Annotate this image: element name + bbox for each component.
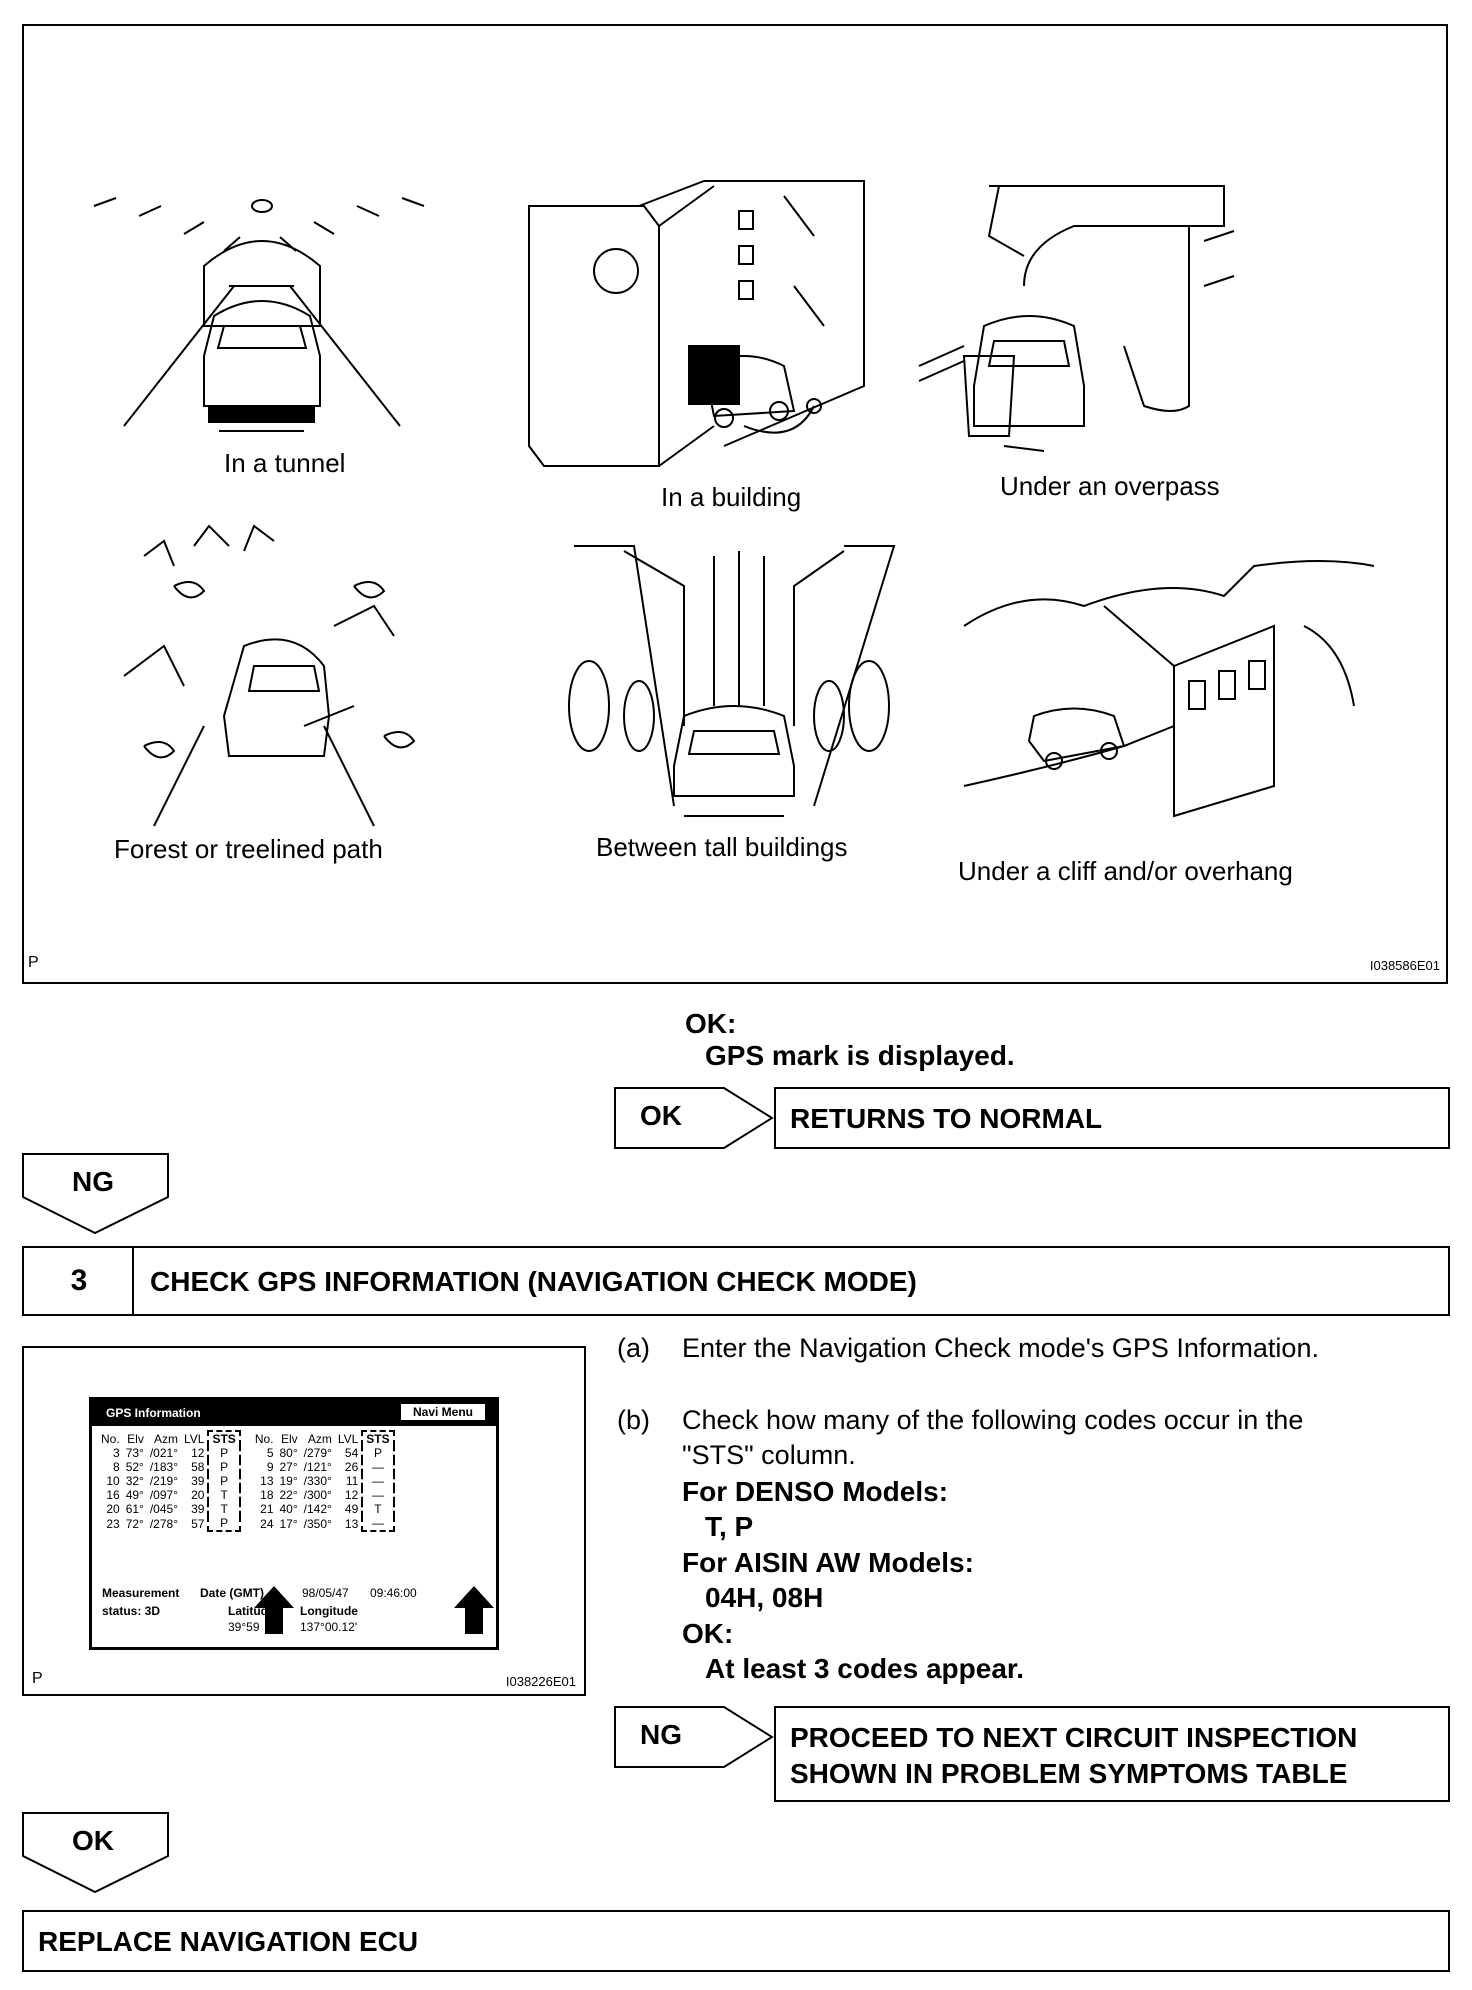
ng-tag-label: NG <box>72 1166 114 1197</box>
step-a-label: (a) <box>617 1333 650 1363</box>
sts-pointer-arrow-icon <box>454 1586 494 1634</box>
ng-arrow-tag <box>614 1706 774 1768</box>
status-label: status: 3D <box>102 1604 161 1618</box>
step-b-text-1: Check how many of the following codes oc… <box>682 1405 1304 1435</box>
gps-satellite-table: No. Elv Azm LVL STS No. Elv Azm LVL STS … <box>98 1430 395 1532</box>
denso-codes: T, P <box>705 1511 754 1542</box>
aisin-label: For AISIN AW Models: <box>682 1547 974 1578</box>
caption-tunnel: In a tunnel <box>224 448 346 478</box>
ok-arrow-tag <box>614 1087 774 1149</box>
overpass-illustration <box>918 185 1235 452</box>
step-b-text-2: "STS" column. <box>682 1440 856 1470</box>
obstruction-illustrations <box>93 180 1375 827</box>
date-value: 98/05/47 <box>302 1586 349 1600</box>
step-number: 3 <box>70 1264 88 1297</box>
step-a-text: Enter the Navigation Check mode's GPS In… <box>682 1333 1319 1363</box>
caption-building: In a building <box>661 482 802 512</box>
caption-cliff: Under a cliff and/or overhang <box>958 856 1293 886</box>
cliff-illustration <box>963 560 1375 818</box>
gps-screen-header: GPS Information Navi Menu <box>92 1400 496 1426</box>
col-azm-2: Azm <box>307 1431 332 1446</box>
figure2-code: I038226E01 <box>505 1674 576 1689</box>
gps-table-header: No. Elv Azm LVL STS No. Elv Azm LVL STS <box>98 1430 395 1446</box>
aisin-codes: 04H, 08H <box>705 1582 824 1613</box>
date-label: Date (GMT) <box>200 1586 264 1600</box>
replace-navigation-ecu-text: REPLACE NAVIGATION ECU <box>38 1926 419 1957</box>
forest-illustration <box>123 524 416 827</box>
ok-down-tag <box>22 1812 169 1894</box>
col-elv-2: Elv <box>280 1431 298 1446</box>
ng-down-tag <box>22 1153 169 1235</box>
gps-screen-title: GPS Information <box>106 1406 201 1420</box>
proceed-next-inspection-box: PROCEED TO NEXT CIRCUIT INSPECTION SHOWN… <box>774 1706 1450 1802</box>
building-illustration <box>528 180 865 467</box>
col-sts-2: STS <box>361 1430 395 1446</box>
tunnel-illustration <box>93 197 425 432</box>
navi-menu-button[interactable]: Navi Menu <box>399 1403 486 1421</box>
caption-tall-buildings: Between tall buildings <box>596 832 848 862</box>
step-3-header: 3 CHECK GPS INFORMATION (NAVIGATION CHEC… <box>22 1246 1450 1316</box>
returns-to-normal-text: RETURNS TO NORMAL <box>790 1103 1103 1134</box>
longitude-label: Longitude <box>300 1604 358 1618</box>
returns-to-normal-box: RETURNS TO NORMAL <box>774 1087 1450 1149</box>
col-azm: Azm <box>154 1431 178 1446</box>
measurement-label: Measurement <box>102 1586 180 1600</box>
ok-tag-label-3: OK <box>72 1825 114 1856</box>
figure-code: I038586E01 <box>1369 958 1440 973</box>
gps-screen: GPS Information Navi Menu No. Elv Azm LV… <box>89 1397 499 1650</box>
col-no: No. <box>101 1431 120 1446</box>
col-elv: Elv <box>127 1431 144 1446</box>
gps-obstruction-figure: In a tunnel In a building Under an overp… <box>22 24 1448 984</box>
caption-overpass: Under an overpass <box>1000 471 1220 501</box>
tall-buildings-illustration <box>568 545 896 817</box>
step-b-label: (b) <box>617 1405 650 1435</box>
ok-condition-3: At least 3 codes appear. <box>705 1653 1025 1684</box>
time-value: 09:46:00 <box>370 1586 417 1600</box>
col-lvl: LVL <box>184 1431 205 1446</box>
replace-navigation-ecu-box: REPLACE NAVIGATION ECU <box>22 1910 1450 1972</box>
denso-label: For DENSO Models: <box>682 1476 949 1507</box>
figure-corner-letter: P <box>28 954 39 971</box>
figure2-corner-letter: P <box>32 1670 43 1687</box>
col-sts: STS <box>207 1430 241 1446</box>
proceed-line-2: SHOWN IN PROBLEM SYMPTOMS TABLE <box>790 1758 1348 1789</box>
ok-tag-label: OK <box>640 1100 682 1131</box>
ok-label-3: OK: <box>682 1618 734 1649</box>
step-title: CHECK GPS INFORMATION (NAVIGATION CHECK … <box>150 1266 917 1297</box>
longitude-value: 137°00.12' <box>300 1620 358 1634</box>
latitude-value: 39°59 <box>228 1620 260 1634</box>
sts-pointer-arrow-icon <box>254 1586 294 1634</box>
ok-label: OK: <box>685 1008 737 1039</box>
proceed-line-1: PROCEED TO NEXT CIRCUIT INSPECTION <box>790 1722 1358 1753</box>
ng-tag-label-3: NG <box>640 1719 682 1750</box>
col-no-2: No. <box>254 1431 274 1446</box>
ok-condition: GPS mark is displayed. <box>705 1040 1015 1071</box>
col-lvl-2: LVL <box>337 1431 359 1446</box>
caption-forest: Forest or treelined path <box>114 834 383 864</box>
